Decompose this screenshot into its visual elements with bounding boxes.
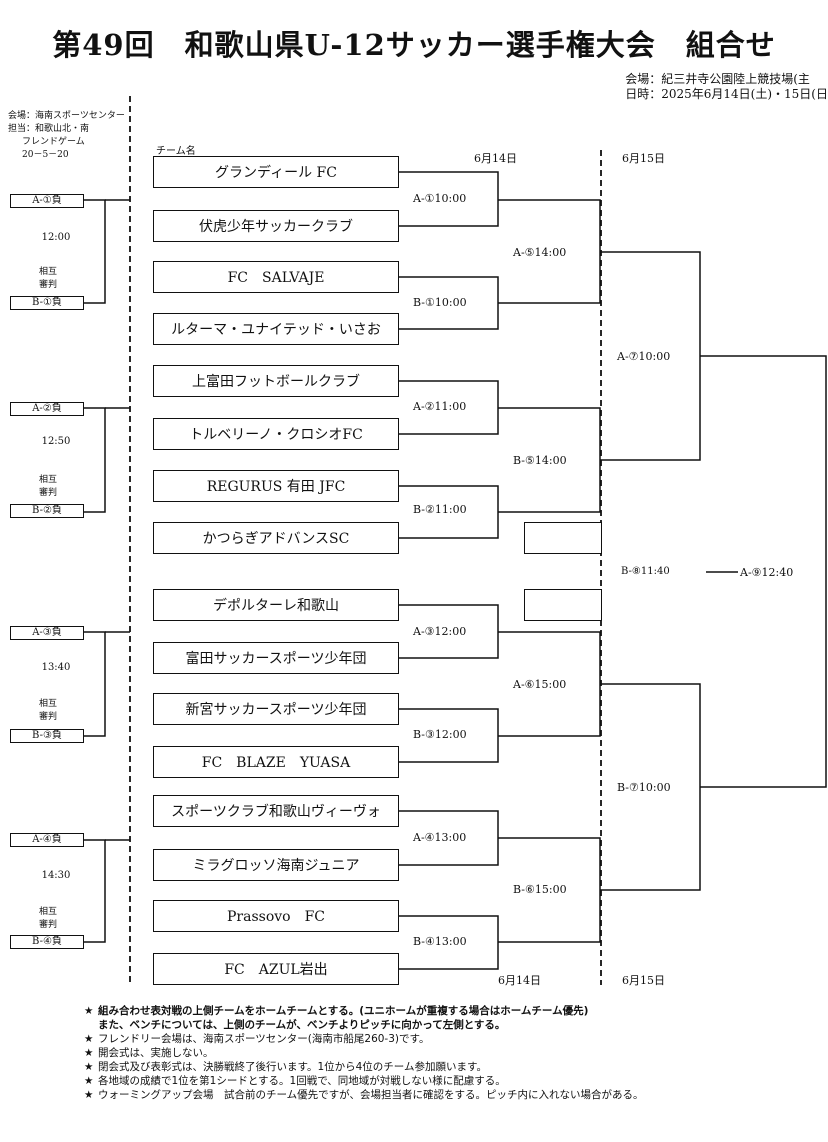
page-title: 第49回 和歌山県U-12サッカー選手権大会 組合せ — [52, 28, 776, 62]
note-text: 組み合わせ表対戦の上側チームをホームチームとする。(ユニホームが重複する場合はホ… — [98, 1005, 589, 1017]
star-icon: ★ — [84, 1005, 94, 1017]
date-day2-top: 6月15日 — [622, 152, 665, 165]
note-text: 開会式は、実施しない。 — [98, 1047, 214, 1059]
friendly-ref-line: 相互 — [38, 907, 57, 917]
team-box: 上富田フットボールクラブ — [153, 365, 399, 397]
team-box: かつらぎアドバンスSC — [153, 522, 399, 554]
friendly-time: 14:30 — [41, 870, 71, 881]
note-text: フレンドリー会場は、海南スポーツセンター(海南市船尾260-3)です。 — [98, 1033, 430, 1045]
friendly-info: 会場：海南スポーツセンター 担当：和歌山北・南 フレンドゲーム 20－5－20 — [8, 110, 125, 162]
match-label: B-⑦10:00 — [617, 781, 671, 794]
friendly-ref-line: 審判 — [38, 712, 57, 722]
friendly-time: 12:50 — [41, 436, 71, 447]
friendly-loser-a: A-①負 — [10, 194, 84, 208]
friendly-time: 13:40 — [41, 662, 71, 673]
match-label: A-⑤14:00 — [513, 246, 567, 259]
team-box: FC SALVAJE — [153, 261, 399, 293]
third-place-label: B-⑧11:40 — [621, 566, 670, 577]
team-box: FC AZUL岩出 — [153, 953, 399, 985]
team-box: Prassovo FC — [153, 900, 399, 932]
match-label: B-④13:00 — [413, 935, 467, 948]
friendly-loser-b: B-②負 — [10, 504, 84, 518]
team-box: FC BLAZE YUASA — [153, 746, 399, 778]
star-icon: ★ — [84, 1047, 94, 1059]
friendly-loser-a: A-③負 — [10, 626, 84, 640]
third-place-slot-2 — [524, 589, 602, 621]
match-label: B-②11:00 — [413, 503, 467, 516]
friendly-loser-b: B-④負 — [10, 935, 84, 949]
friendly-loser-b: B-①負 — [10, 296, 84, 310]
notes-list: ★ 組み合わせ表対戦の上側チームをホームチームとする。(ユニホームが重複する場合は… — [84, 1004, 643, 1102]
note-item: ★ 組み合わせ表対戦の上側チームをホームチームとする。(ユニホームが重複する場合は… — [84, 1004, 643, 1018]
friendly-venue: 会場：海南スポーツセンター — [8, 111, 125, 121]
match-label: A-①10:00 — [413, 192, 467, 205]
date-line: 日時：2025年6月14日(土)・15日(日 — [625, 87, 828, 101]
friendly-referee: 相互 審判 — [18, 266, 78, 292]
friendly-ref-line: 相互 — [38, 475, 57, 485]
match-label: A-④13:00 — [413, 831, 467, 844]
friendly-loser-a: A-④負 — [10, 833, 84, 847]
note-item: ★ ウォーミングアップ会場 試合前のチーム優先ですが、会場担当者に確認をする。ピッ… — [84, 1088, 643, 1102]
friendly-time: 12:00 — [41, 232, 71, 243]
match-label: B-⑤14:00 — [513, 454, 567, 467]
team-box: デポルターレ和歌山 — [153, 589, 399, 621]
team-box: REGURUS 有田 JFC — [153, 470, 399, 502]
team-box: トルベリーノ・クロシオFC — [153, 418, 399, 450]
match-label: A-②11:00 — [413, 400, 467, 413]
match-label: B-①10:00 — [413, 296, 467, 309]
match-label: A-⑦10:00 — [617, 350, 671, 363]
friendly-loser-b: B-③負 — [10, 729, 84, 743]
friendly-ref-line: 審判 — [38, 488, 57, 498]
star-icon: ★ — [84, 1061, 94, 1073]
team-header: チーム名 — [156, 146, 196, 157]
friendly-ref-line: 審判 — [38, 280, 57, 290]
date-day1-bottom: 6月14日 — [498, 974, 541, 987]
team-box: スポーツクラブ和歌山ヴィーヴォ — [153, 795, 399, 827]
match-label: A-③12:00 — [413, 625, 467, 638]
venue-info: 会場：紀三井寺公園陸上競技場(主 日時：2025年6月14日(土)・15日(日 — [625, 72, 828, 102]
star-icon: ★ — [84, 1033, 94, 1045]
team-box: ミラグロッソ海南ジュニア — [153, 849, 399, 881]
friendly-ref-line: 相互 — [38, 267, 57, 277]
note-text: ウォーミングアップ会場 試合前のチーム優先ですが、会場担当者に確認をする。ピッチ… — [98, 1089, 644, 1101]
note-item: また、ベンチについては、上側のチームが、ベンチよりピッチに向かって左側とする。 — [84, 1018, 643, 1032]
note-item: ★ 各地域の成績で1位を第1シードとする。1回戦で、同地域が対戦しない様に配慮する… — [84, 1074, 643, 1088]
note-item: ★ 開会式は、実施しない。 — [84, 1046, 643, 1060]
star-icon: ★ — [84, 1075, 94, 1087]
final-label: A-⑨12:40 — [740, 566, 794, 579]
date-day1-top: 6月14日 — [474, 152, 517, 165]
friendly-charge: 担当：和歌山北・南 — [8, 124, 90, 134]
friendly-referee: 相互 審判 — [18, 474, 78, 500]
friendly-game: フレンドゲーム — [22, 137, 85, 147]
friendly-loser-a: A-②負 — [10, 402, 84, 416]
team-box: ルターマ・ユナイテッド・いさお — [153, 313, 399, 345]
match-label: B-⑥15:00 — [513, 883, 567, 896]
note-text: また、ベンチについては、上側のチームが、ベンチよりピッチに向かって左側とする。 — [98, 1019, 506, 1031]
note-item: ★ 閉会式及び表彰式は、決勝戦終了後行います。1位から4位のチーム参加願います。 — [84, 1060, 643, 1074]
note-text: 閉会式及び表彰式は、決勝戦終了後行います。1位から4位のチーム参加願います。 — [98, 1061, 487, 1073]
team-box: 富田サッカースポーツ少年団 — [153, 642, 399, 674]
team-box: 伏虎少年サッカークラブ — [153, 210, 399, 242]
friendly-ref-line: 相互 — [38, 699, 57, 709]
note-item: ★ フレンドリー会場は、海南スポーツセンター(海南市船尾260-3)です。 — [84, 1032, 643, 1046]
match-label: B-③12:00 — [413, 728, 467, 741]
star-icon: ★ — [84, 1089, 94, 1101]
friendly-referee: 相互 審判 — [18, 698, 78, 724]
third-place-slot-1 — [524, 522, 602, 554]
friendly-referee: 相互 審判 — [18, 906, 78, 932]
match-label: A-⑥15:00 — [513, 678, 567, 691]
note-text: 各地域の成績で1位を第1シードとする。1回戦で、同地域が対戦しない様に配慮する。 — [98, 1075, 506, 1087]
friendly-format: 20－5－20 — [22, 150, 69, 160]
team-box: 新宮サッカースポーツ少年団 — [153, 693, 399, 725]
team-box: グランディール FC — [153, 156, 399, 188]
venue-line: 会場：紀三井寺公園陸上競技場(主 — [625, 72, 810, 86]
friendly-ref-line: 審判 — [38, 920, 57, 930]
date-day2-bottom: 6月15日 — [622, 974, 665, 987]
